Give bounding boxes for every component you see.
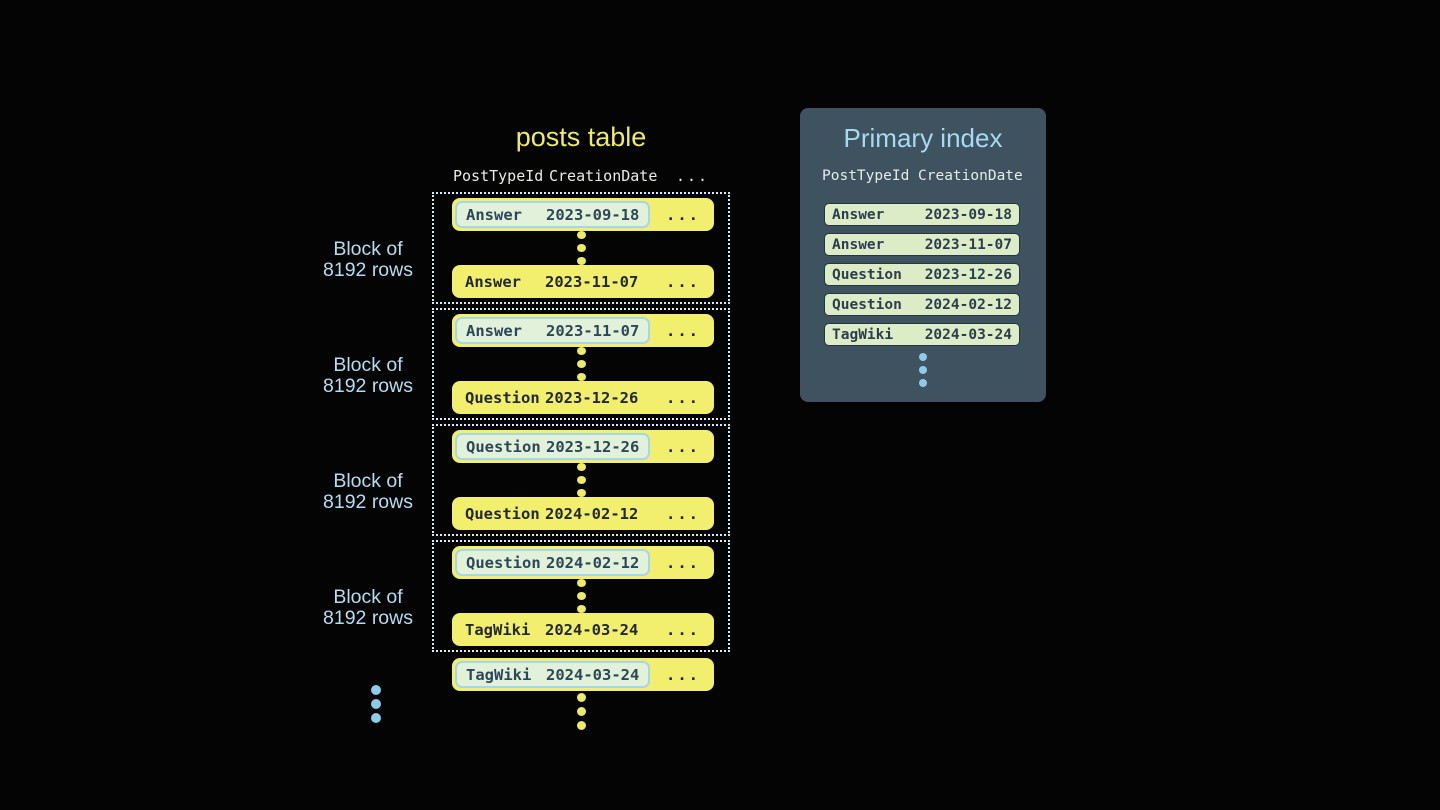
row-ellipsis: ... (666, 388, 700, 407)
index-highlight-pill: Answer 2023-11-07 (455, 317, 651, 344)
table-row: Question 2023-12-26 ... (452, 430, 714, 463)
ellipsis-dots-vertical (434, 231, 728, 265)
row-ellipsis: ... (666, 205, 700, 224)
post-type-value: Question (832, 296, 902, 313)
creation-date-value: 2024-02-12 (545, 504, 639, 523)
block-label: Block of 8192 rows (312, 355, 424, 397)
index-column-posttypeid: PostTypeId (822, 168, 910, 184)
creation-date-value: 2023-09-18 (546, 205, 640, 224)
more-entries-dots (800, 353, 1046, 387)
table-row: TagWiki 2024-03-24 ... (452, 613, 714, 646)
post-type-value: Answer (466, 205, 522, 224)
ellipsis-dots-vertical (434, 347, 728, 381)
creation-date-value: 2024-03-24 (546, 665, 640, 684)
row-ellipsis: ... (666, 321, 700, 340)
index-entry: Question 2023-12-26 (824, 263, 1020, 286)
index-entry: Answer 2023-09-18 (824, 203, 1020, 226)
row-ellipsis: ... (666, 553, 700, 572)
table-row: Answer 2023-11-07 ... (452, 265, 714, 298)
posts-column-posttypeid: PostTypeId (453, 167, 544, 185)
post-type-value: Question (465, 388, 540, 407)
post-type-value: TagWiki (832, 326, 894, 343)
post-type-value: Question (465, 504, 540, 523)
block-label-line1: Block of (333, 354, 403, 376)
table-row: Answer 2023-11-07 ... (452, 314, 714, 347)
index-entry: Question 2024-02-12 (824, 293, 1020, 316)
block-label: Block of 8192 rows (312, 587, 424, 629)
block-label-line2: 8192 rows (323, 259, 413, 281)
table-row: Question 2024-02-12 ... (452, 497, 714, 530)
creation-date-value: 2024-02-12 (546, 553, 640, 572)
row-ellipsis: ... (666, 437, 700, 456)
post-type-value: TagWiki (466, 665, 532, 684)
post-type-value: Question (832, 266, 902, 283)
post-type-value: Answer (832, 206, 885, 223)
creation-date-value: 2023-12-26 (546, 437, 640, 456)
table-row-overflow: TagWiki 2024-03-24 ... (452, 658, 714, 691)
row-ellipsis: ... (666, 272, 700, 291)
block-label-line1: Block of (333, 238, 403, 260)
row-block-3: Question 2023-12-26 ... Question 2024-02… (432, 424, 730, 536)
index-highlight-pill: Question 2024-02-12 (455, 549, 651, 576)
block-label-line1: Block of (333, 470, 403, 492)
block-label: Block of 8192 rows (312, 471, 424, 513)
primary-index-title: Primary index (843, 123, 1003, 153)
block-label-line2: 8192 rows (323, 375, 413, 397)
index-entry: Answer 2023-11-07 (824, 233, 1020, 256)
creation-date-value: 2023-12-26 (924, 266, 1012, 283)
ellipsis-dots-vertical (434, 579, 728, 613)
index-entry: TagWiki 2024-03-24 (824, 323, 1020, 346)
creation-date-value: 2024-03-24 (924, 326, 1012, 343)
table-row: Answer 2023-09-18 ... (452, 198, 714, 231)
more-blocks-dots (371, 685, 381, 723)
posts-table-title: posts table (515, 122, 647, 152)
creation-date-value: 2023-11-07 (546, 321, 640, 340)
post-type-value: Question (466, 437, 541, 456)
row-block-4: Question 2024-02-12 ... TagWiki 2024-03-… (432, 540, 730, 652)
table-row: Question 2023-12-26 ... (452, 381, 714, 414)
block-label-line1: Block of (333, 586, 403, 608)
index-column-creationdate: CreationDate (918, 168, 1023, 184)
row-block-1: Answer 2023-09-18 ... Answer 2023-11-07 … (432, 192, 730, 304)
more-rows-dots (432, 693, 730, 730)
creation-date-value: 2023-12-26 (545, 388, 639, 407)
creation-date-value: 2023-09-18 (924, 206, 1012, 223)
creation-date-value: 2024-03-24 (545, 620, 639, 639)
block-label-line2: 8192 rows (323, 491, 413, 513)
posts-column-creationdate: CreationDate (549, 167, 658, 185)
ellipsis-dots-vertical (434, 463, 728, 497)
row-block-2: Answer 2023-11-07 ... Question 2023-12-2… (432, 308, 730, 420)
block-label-line2: 8192 rows (323, 607, 413, 629)
post-type-value: Answer (466, 321, 522, 340)
index-highlight-pill: TagWiki 2024-03-24 (455, 661, 651, 688)
post-type-value: Answer (465, 272, 521, 291)
row-ellipsis: ... (666, 665, 700, 684)
primary-index-panel: Primary index PostTypeId CreationDate An… (800, 108, 1046, 402)
row-ellipsis: ... (666, 504, 700, 523)
post-type-value: Question (466, 553, 541, 572)
table-row: Question 2024-02-12 ... (452, 546, 714, 579)
post-type-value: Answer (832, 236, 885, 253)
creation-date-value: 2024-02-12 (924, 296, 1012, 313)
index-highlight-pill: Question 2023-12-26 (455, 433, 651, 460)
block-label: Block of 8192 rows (312, 239, 424, 281)
row-ellipsis: ... (666, 620, 700, 639)
posts-column-more: ... (676, 167, 710, 185)
post-type-value: TagWiki (465, 620, 531, 639)
creation-date-value: 2023-11-07 (545, 272, 639, 291)
index-highlight-pill: Answer 2023-09-18 (455, 201, 651, 228)
creation-date-value: 2023-11-07 (924, 236, 1012, 253)
